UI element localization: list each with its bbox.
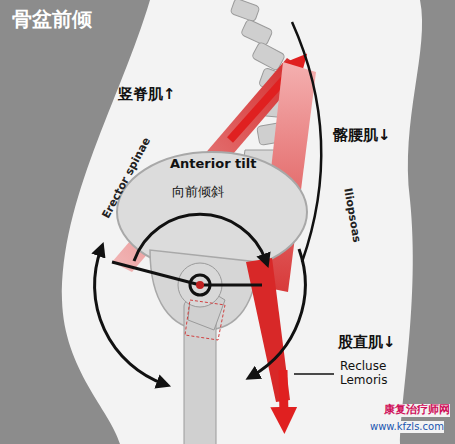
lever-arms [112,262,262,285]
body-silhouette [62,0,422,444]
rotation-arcs [95,22,322,384]
muscle-label-en: Erector spinae [100,135,153,220]
watermark: 康复治疗师网 [384,404,450,417]
tilt-label-en: Anterior tilt [170,157,256,172]
rectus-femoris-arrow [283,370,284,415]
muscle-label-en: Iliopsoas [341,187,363,243]
watermark: www.kfzls.com [370,421,444,433]
pelvis-bone [117,152,307,272]
hip-center-dot [196,281,204,289]
muscle-label-cn: 股直肌↓ [338,334,396,351]
lesser-trochanter [185,300,225,340]
tilt-label-cn: 向前倾斜 [172,185,224,200]
title: 骨盆前倾 [12,8,92,31]
muscle-label-en: Recluse Lemoris [340,360,410,388]
muscle-label-cn: 竖脊肌↑ [118,86,176,103]
muscle-label-cn: 髂腰肌↓ [333,127,391,144]
hip-center-ring [190,275,210,295]
pelvis-lower [150,250,258,330]
leader-line [294,373,334,375]
